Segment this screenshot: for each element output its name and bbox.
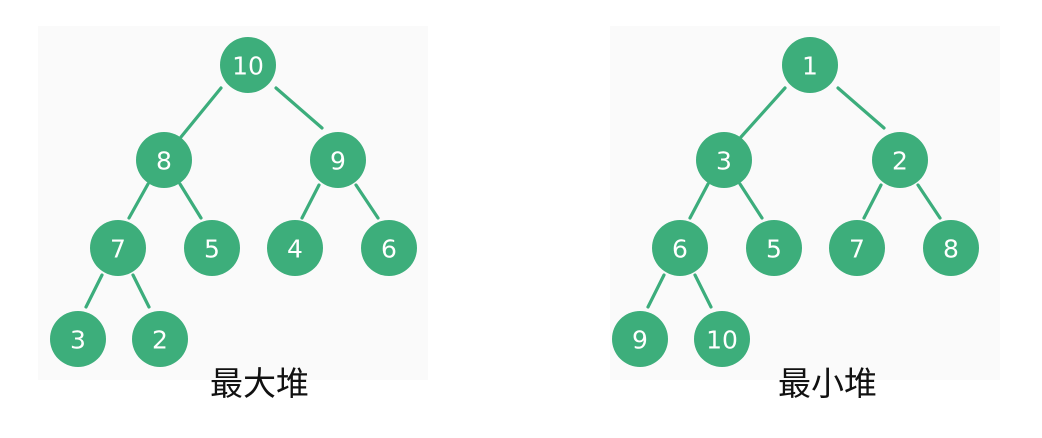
svg-text:10: 10 xyxy=(232,52,264,81)
tree-node: 5 xyxy=(184,220,240,276)
tree-node: 7 xyxy=(829,220,885,276)
max-heap-nodes: 10 8 9 7 5 4 6 3 xyxy=(50,37,417,367)
tree-node: 7 xyxy=(90,220,146,276)
tree-node: 10 xyxy=(694,311,750,367)
edge-1-2 xyxy=(836,86,886,130)
edge-2-8 xyxy=(916,183,942,220)
svg-text:2: 2 xyxy=(152,326,168,355)
max-heap-edges xyxy=(84,86,380,309)
svg-text:6: 6 xyxy=(672,235,688,264)
tree-node: 1 xyxy=(782,37,838,93)
svg-text:8: 8 xyxy=(943,235,959,264)
edge-8-5 xyxy=(178,182,203,220)
tree-node: 2 xyxy=(872,132,928,188)
edge-1-3 xyxy=(739,86,787,139)
svg-text:7: 7 xyxy=(849,235,865,264)
svg-text:1: 1 xyxy=(802,52,818,81)
edge-6-9 xyxy=(646,273,666,309)
tree-node: 5 xyxy=(746,220,802,276)
svg-text:2: 2 xyxy=(892,147,908,176)
min-heap-edges xyxy=(646,86,942,309)
tree-node: 9 xyxy=(612,311,668,367)
edge-10-9 xyxy=(274,86,324,130)
edge-7-2 xyxy=(131,273,151,309)
tree-node: 8 xyxy=(923,220,979,276)
tree-node: 4 xyxy=(267,220,323,276)
svg-text:5: 5 xyxy=(204,235,220,264)
edge-9-4 xyxy=(300,183,321,220)
svg-text:3: 3 xyxy=(716,147,732,176)
min-heap-caption: 最小堆 xyxy=(778,364,877,403)
tree-node: 10 xyxy=(220,37,276,93)
edge-3-6 xyxy=(688,182,710,220)
edge-2-7 xyxy=(862,183,883,220)
tree-node: 3 xyxy=(696,132,752,188)
svg-text:4: 4 xyxy=(287,235,303,264)
edge-10-8 xyxy=(179,86,223,139)
svg-text:10: 10 xyxy=(706,326,738,355)
edge-7-3 xyxy=(84,273,104,309)
edge-8-7 xyxy=(127,182,150,220)
svg-text:9: 9 xyxy=(330,147,346,176)
edge-9-6 xyxy=(354,183,380,220)
tree-node: 2 xyxy=(132,311,188,367)
svg-text:8: 8 xyxy=(156,147,172,176)
svg-text:7: 7 xyxy=(110,235,126,264)
svg-text:9: 9 xyxy=(632,326,648,355)
tree-node: 3 xyxy=(50,311,106,367)
svg-text:5: 5 xyxy=(766,235,782,264)
svg-text:6: 6 xyxy=(381,235,397,264)
tree-node: 9 xyxy=(310,132,366,188)
edge-6-10 xyxy=(693,273,713,309)
tree-node: 6 xyxy=(361,220,417,276)
tree-node: 8 xyxy=(136,132,192,188)
tree-node: 6 xyxy=(652,220,708,276)
edge-3-5 xyxy=(738,182,764,220)
svg-text:3: 3 xyxy=(70,326,86,355)
max-heap-caption: 最大堆 xyxy=(210,364,309,403)
min-heap-nodes: 1 3 2 6 5 7 8 9 xyxy=(612,37,979,367)
